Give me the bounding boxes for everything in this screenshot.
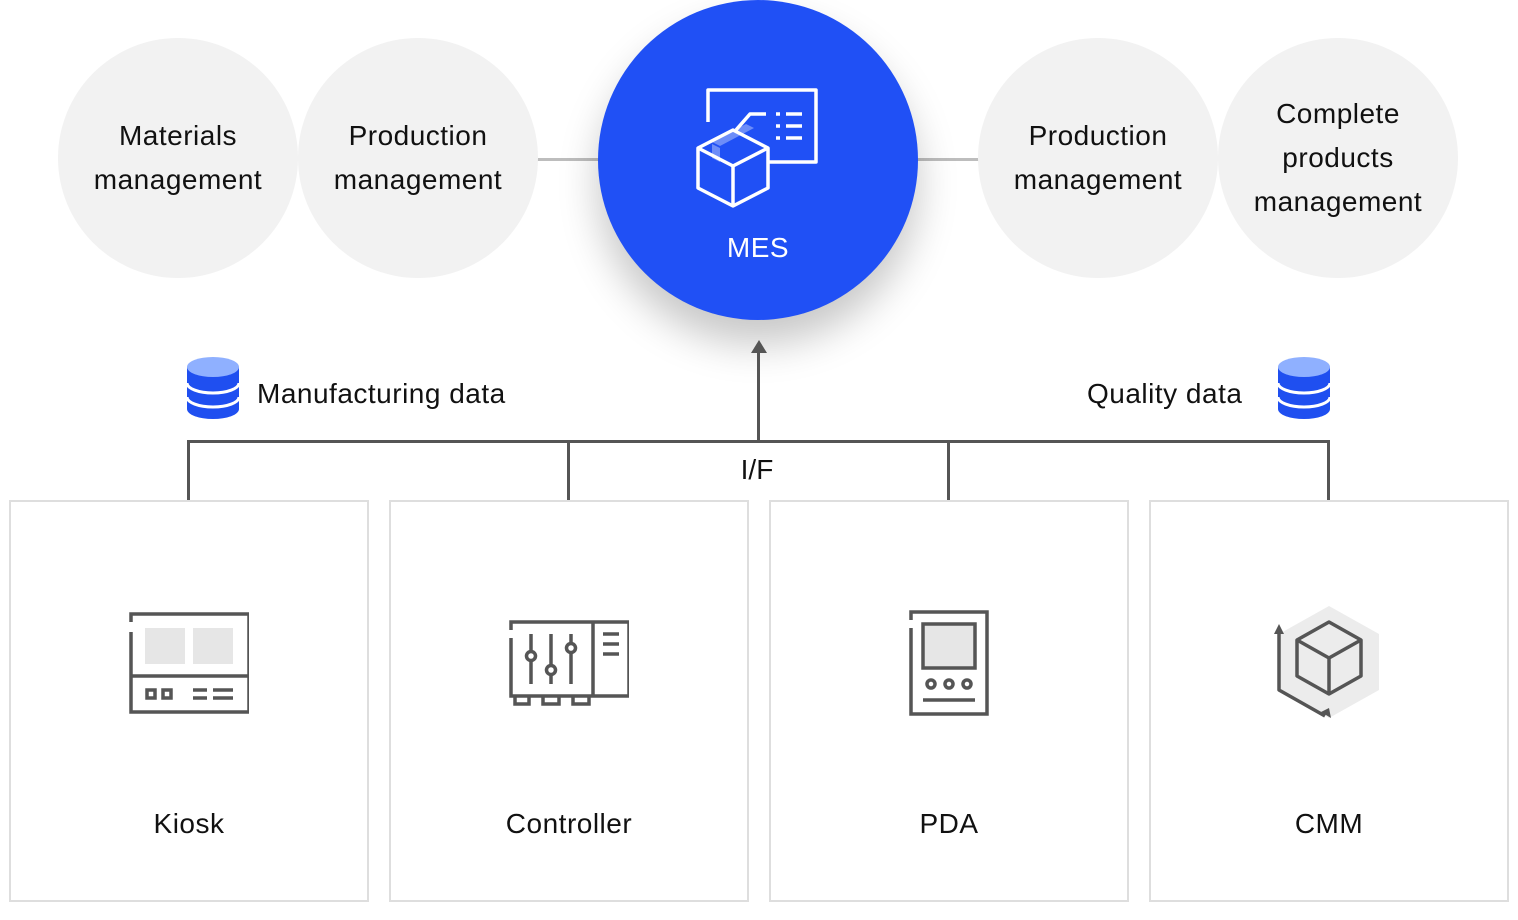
quality-data-label: Quality data [1087,378,1243,409]
controller-label: Controller [505,808,633,839]
production-management-label-left: Production management [333,120,503,195]
drop-cmm [1327,440,1330,501]
production-management-label-right: Production management [1013,120,1183,195]
drop-controller [567,440,570,501]
cmm-icon [1274,606,1379,718]
device-cmm: CMM [1149,500,1509,902]
connector-right [916,158,980,161]
uplink-line [757,350,760,442]
drop-pda [947,440,950,501]
complete-products-management-node: Complete products management [1218,38,1458,278]
database-icon-quality [1277,357,1331,419]
database-icon-manufacturing [186,357,240,419]
cmm-label: CMM [1294,808,1364,839]
arrow-up-icon [751,340,767,353]
kiosk-icon [129,612,249,714]
interface-label: I/F [740,454,774,485]
device-kiosk: Kiosk [9,500,369,902]
production-management-node-left: Production management [298,38,538,278]
production-management-node-right: Production management [978,38,1218,278]
connector-left [536,158,600,161]
pda-label: PDA [919,808,979,839]
materials-management-node: Materials management [58,38,298,278]
mes-node: MES [598,0,918,320]
kiosk-label: Kiosk [153,808,225,839]
manufacturing-data-label: Manufacturing data [257,378,506,409]
complete-products-management-label: Complete products management [1253,98,1423,217]
materials-management-label: Materials management [93,120,263,195]
mes-label: MES [726,232,790,263]
device-pda: PDA [769,500,1129,902]
controller-icon [509,620,629,706]
drop-kiosk [187,440,190,501]
mes-icon [696,88,818,208]
device-controller: Controller [389,500,749,902]
pda-icon [909,610,989,716]
